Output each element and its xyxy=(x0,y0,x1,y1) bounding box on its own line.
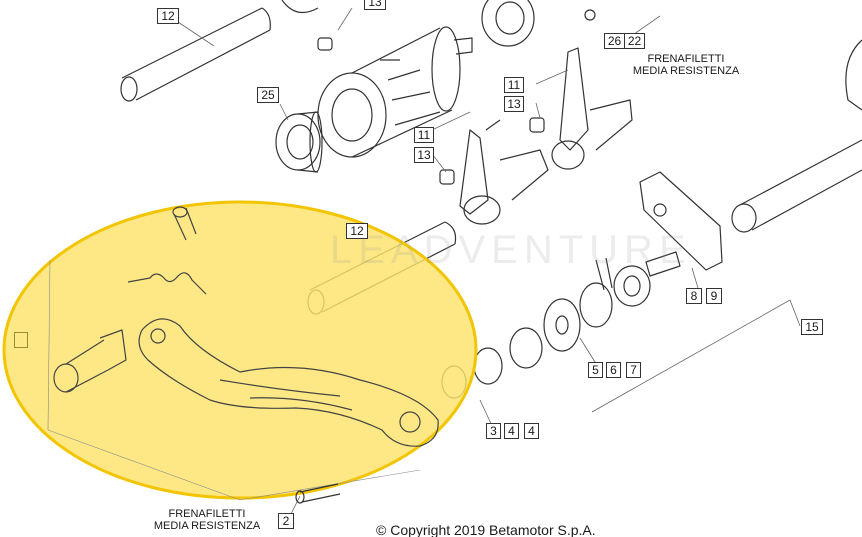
callout-13-a: 13 xyxy=(504,96,524,112)
note-top-line1: FRENAFILETTI xyxy=(647,53,725,65)
selector-drum-part xyxy=(317,26,473,158)
watermark: LEADVENTURE xyxy=(330,228,692,272)
callout-13-b: 13 xyxy=(414,147,434,163)
threadlock-note-top: FRENAFILETTI MEDIA RESISTENZA xyxy=(624,53,748,77)
copyright-text: © Copyright 2019 Betamotor S.p.A. xyxy=(376,522,596,537)
callout-2: 2 xyxy=(278,513,294,529)
callout-6: 6 xyxy=(606,362,621,378)
callout-13-top: 13 xyxy=(364,0,386,10)
pedal-tip-part xyxy=(53,329,127,393)
note-bottom-line2: MEDIA RESISTENZA xyxy=(153,520,261,532)
pin-mid-a-part xyxy=(529,117,545,133)
callout-9: 9 xyxy=(706,288,722,304)
bearing-part xyxy=(275,111,323,173)
callout-12-mid: 12 xyxy=(346,223,368,239)
screw-part xyxy=(584,9,596,21)
bearing-top-part xyxy=(481,0,535,47)
bottom-bolt-part xyxy=(295,483,341,504)
callout-22: 22 xyxy=(624,33,645,49)
pedal-spring-part xyxy=(127,272,207,295)
note-bottom-line1: FRENAFILETTI xyxy=(168,508,246,520)
washer-spring-part xyxy=(543,257,651,352)
callout-26: 26 xyxy=(604,33,625,49)
shaft-top-part xyxy=(120,7,271,102)
callout-25: 25 xyxy=(257,87,279,103)
shift-fork-b-part xyxy=(551,47,633,170)
callout-1 xyxy=(14,332,28,348)
pedal-arm-part xyxy=(138,318,439,447)
callout-11-a: 11 xyxy=(504,77,524,93)
pin-top-part xyxy=(317,37,333,51)
pedal-pin-part xyxy=(173,207,197,241)
selector-plate-part xyxy=(639,171,723,277)
pin-mid-b-part xyxy=(439,169,455,185)
main-shaft-part xyxy=(731,39,862,233)
callout-5: 5 xyxy=(588,362,603,378)
gear-pedal-assembly xyxy=(47,206,439,501)
callout-12-top: 12 xyxy=(157,8,179,24)
note-top-line2: MEDIA RESISTENZA xyxy=(632,65,740,77)
callout-3: 3 xyxy=(486,423,501,439)
callout-15: 15 xyxy=(801,319,823,335)
shift-fork-a-part xyxy=(459,119,549,225)
top-clip-part xyxy=(281,0,319,14)
callout-8: 8 xyxy=(686,288,702,304)
callout-7: 7 xyxy=(626,362,641,378)
leader-lines xyxy=(177,7,801,521)
threadlock-note-bottom: FRENAFILETTI MEDIA RESISTENZA xyxy=(145,508,269,532)
highlight-region xyxy=(2,200,478,500)
callout-4-a: 4 xyxy=(504,423,519,439)
callout-4-b: 4 xyxy=(524,423,539,439)
callout-11-b: 11 xyxy=(414,127,434,143)
